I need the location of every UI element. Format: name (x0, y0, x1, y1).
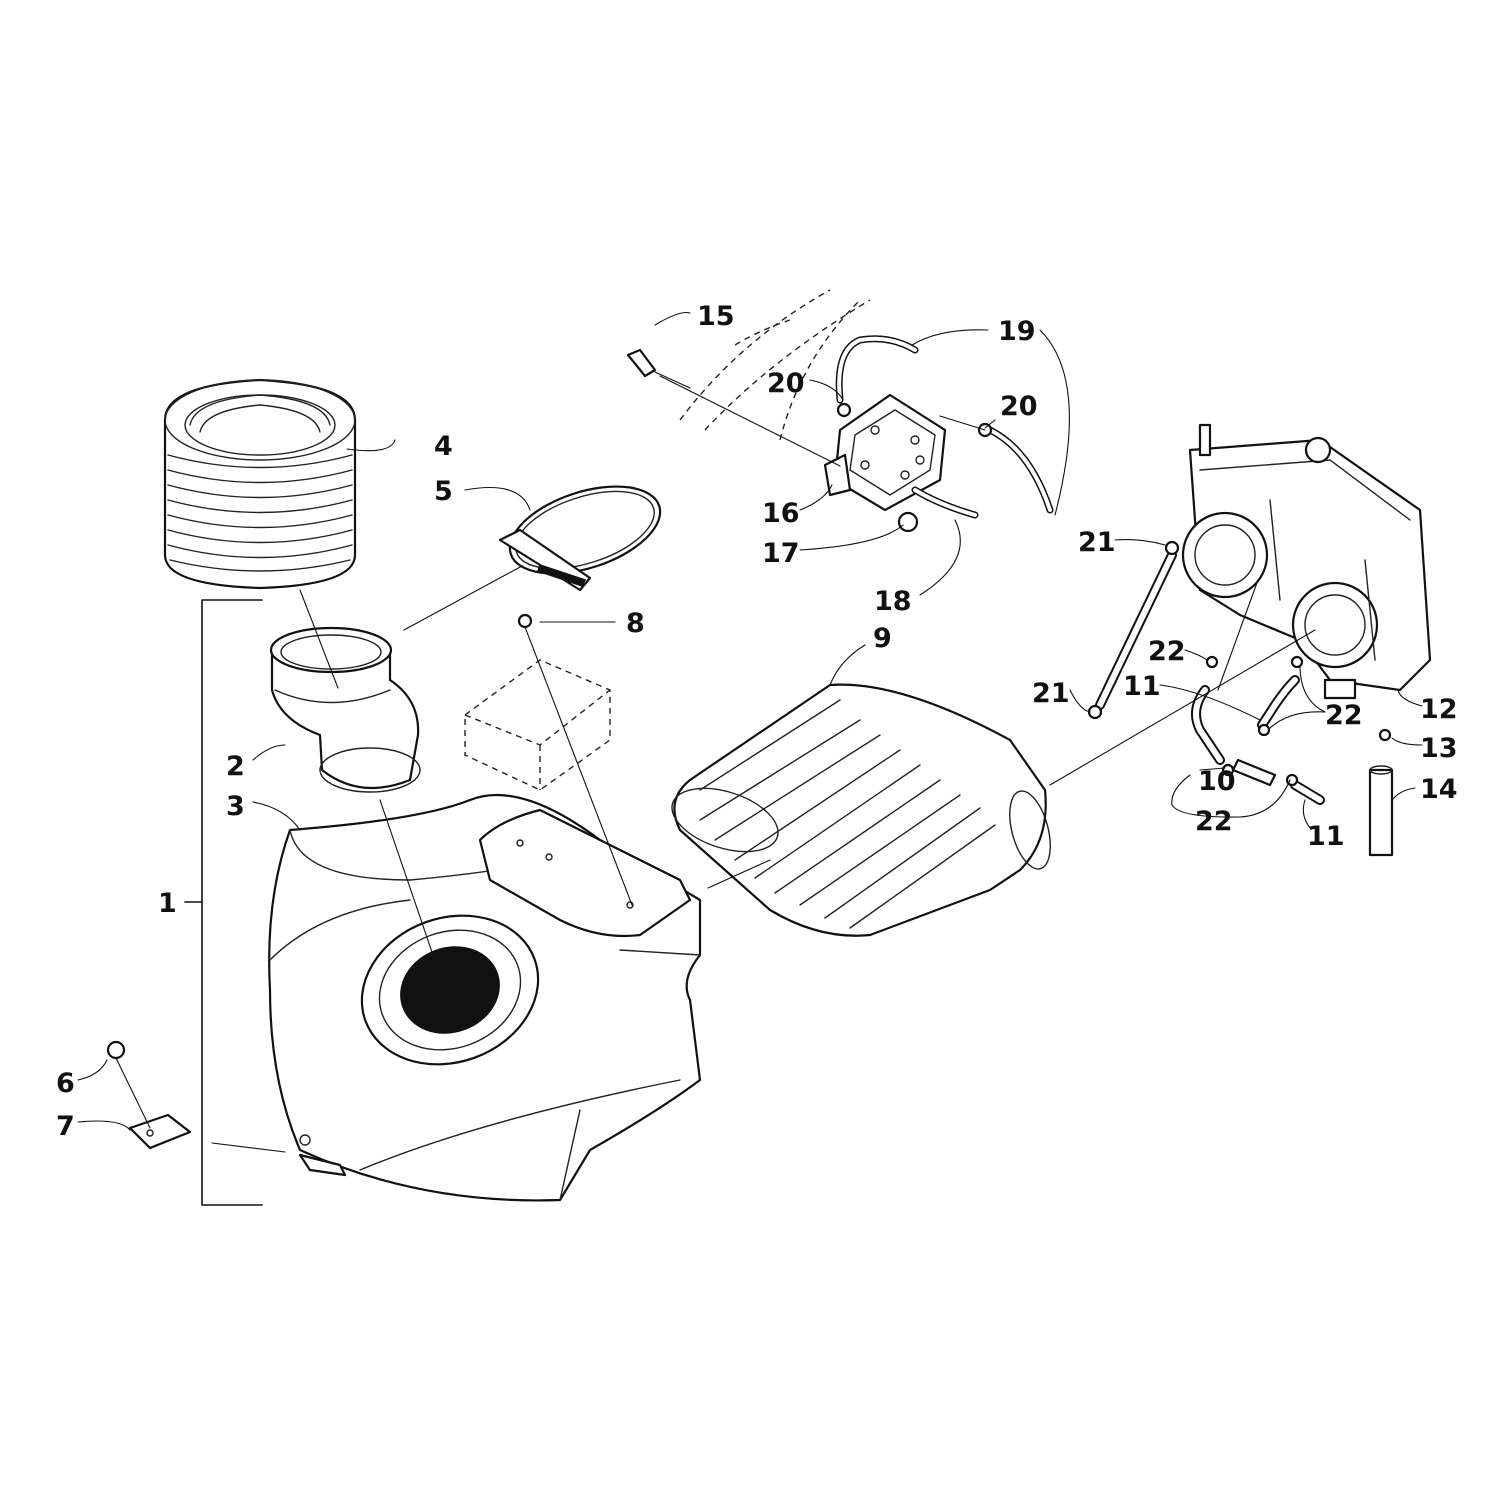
leader-lines (77, 311, 1423, 1153)
part-5-clamp (498, 485, 662, 592)
callout-22a: 22 (1148, 636, 1186, 667)
callout-17: 17 (762, 538, 800, 569)
callout-5: 5 (434, 476, 453, 507)
part-2-intake-adapter (269, 626, 421, 793)
part-8-screw-box (464, 613, 633, 906)
callout-13: 13 (1420, 733, 1458, 764)
callout-21a: 21 (1078, 527, 1116, 558)
callout-19: 19 (998, 316, 1036, 347)
callout-2: 2 (226, 751, 245, 782)
callout-9: 9 (873, 623, 892, 654)
callout-16: 16 (762, 498, 800, 529)
callout-1: 1 (158, 888, 177, 919)
callout-11b: 11 (1307, 821, 1345, 852)
part-4-bellows-boot (163, 378, 357, 590)
callout-3: 3 (226, 791, 245, 822)
callout-18: 18 (874, 586, 912, 617)
callout-7: 7 (56, 1111, 75, 1142)
callout-14: 14 (1420, 774, 1458, 805)
callout-10: 10 (1198, 766, 1236, 797)
fuel-pump-assembly (626, 348, 947, 533)
callout-15: 15 (697, 301, 735, 332)
part-3-air-silencer (268, 793, 702, 1202)
callout-21b: 21 (1032, 678, 1070, 709)
callout-22b: 22 (1325, 700, 1363, 731)
callout-12: 12 (1420, 694, 1458, 725)
hood-outline (679, 289, 871, 441)
hoses-fittings (1087, 540, 1394, 857)
item-1-bracket (184, 599, 263, 1206)
hoses-18-19 (835, 335, 1054, 519)
callout-labels: 1 2 3 4 5 6 7 8 9 10 11 11 12 13 14 15 1… (56, 301, 1458, 1142)
callout-6: 6 (56, 1068, 75, 1099)
part-6-7-bracket (106, 1040, 192, 1150)
callout-20b: 20 (1000, 391, 1038, 422)
callout-11a: 11 (1123, 671, 1161, 702)
callout-22c: 22 (1195, 806, 1233, 837)
callout-20a: 20 (767, 368, 805, 399)
part-12-carburetor (1181, 423, 1432, 700)
callout-8: 8 (626, 608, 645, 639)
callout-4: 4 (434, 431, 453, 462)
part-9-intake-bellows (671, 683, 1051, 937)
